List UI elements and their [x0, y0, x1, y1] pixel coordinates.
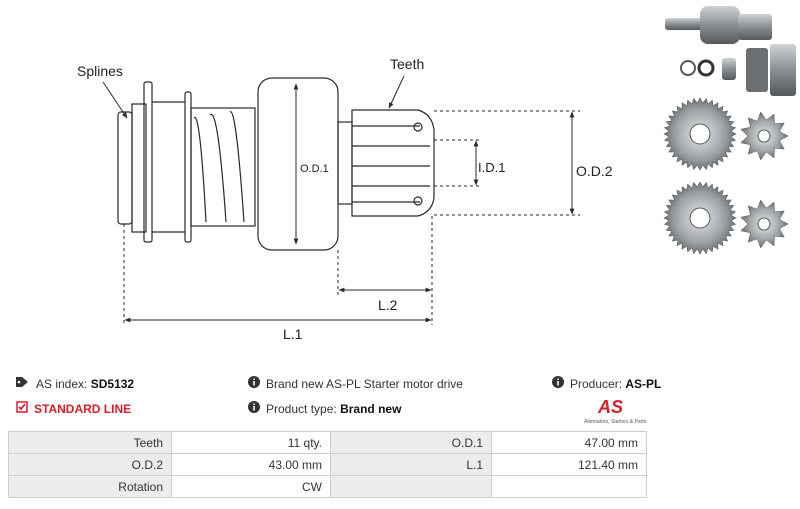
dimension-lines	[102, 75, 580, 325]
spec-key	[330, 475, 492, 498]
svg-text:Alternators, Starters & Parts: Alternators, Starters & Parts	[584, 419, 647, 425]
table-row: O.D.2 43.00 mm L.1 121.40 mm	[8, 453, 647, 476]
checkbox-icon	[16, 401, 28, 416]
producer: Producer: AS-PL	[552, 376, 661, 391]
product-type-label: Product type:	[266, 401, 337, 416]
gear-bore	[757, 217, 771, 231]
as-index-label: AS index:	[36, 376, 88, 391]
info-icon	[552, 376, 564, 391]
spec-key: O.D.1	[330, 431, 492, 454]
label-l2: L.2	[378, 297, 398, 313]
product-photo-assembly	[665, 6, 796, 96]
specs-table: Teeth 11 qty. O.D.1 47.00 mm O.D.2 43.00…	[8, 431, 647, 498]
label-id1: I.D.1	[478, 160, 505, 175]
info-icon	[248, 401, 260, 416]
as-index-value: SD5132	[90, 376, 135, 391]
label-od2: O.D.2	[576, 163, 613, 179]
producer-label: Producer:	[570, 376, 623, 391]
as-pl-logo: AS Alternators, Starters & Parts	[584, 395, 662, 425]
spec-value: CW	[171, 475, 331, 498]
label-splines: Splines	[77, 63, 123, 79]
description: Brand new AS-PL Starter motor drive	[248, 376, 463, 391]
label-od1: O.D.1	[300, 163, 329, 175]
spec-key: O.D.2	[8, 453, 172, 476]
gear-bore	[689, 207, 711, 229]
standard-line-label: STANDARD LINE	[34, 401, 132, 416]
as-index: AS index: SD5132	[16, 376, 134, 391]
product-type-value: Brand new	[340, 401, 402, 416]
spec-value: 121.40 mm	[491, 453, 647, 476]
label-l1: L.1	[283, 326, 303, 342]
producer-value: AS-PL	[625, 376, 662, 391]
spec-key: Teeth	[8, 431, 172, 454]
product-line: STANDARD LINE	[16, 401, 131, 416]
table-row: Teeth 11 qty. O.D.1 47.00 mm	[8, 431, 647, 454]
spec-value: 43.00 mm	[171, 453, 331, 476]
spec-key: Rotation	[8, 475, 172, 498]
drive-outline	[117, 77, 435, 251]
gear-bore	[689, 123, 711, 145]
description-text: Brand new AS-PL Starter motor drive	[266, 376, 463, 391]
spec-key: L.1	[330, 453, 492, 476]
label-teeth: Teeth	[390, 56, 424, 72]
spec-value	[491, 475, 647, 498]
technical-drawing: Splines Teeth O.D.1 I.D.1 O.D.2 L.2 L.1	[77, 6, 796, 342]
svg-text:AS: AS	[597, 397, 623, 417]
gear-bore	[757, 129, 771, 143]
product-photo-gears	[663, 97, 789, 255]
spec-value: 11 qty.	[171, 431, 331, 454]
info-icon	[248, 376, 260, 391]
table-row: Rotation CW	[8, 475, 647, 498]
spec-value: 47.00 mm	[491, 431, 647, 454]
product-type: Product type: Brand new	[248, 401, 401, 416]
tags-icon	[16, 376, 30, 391]
